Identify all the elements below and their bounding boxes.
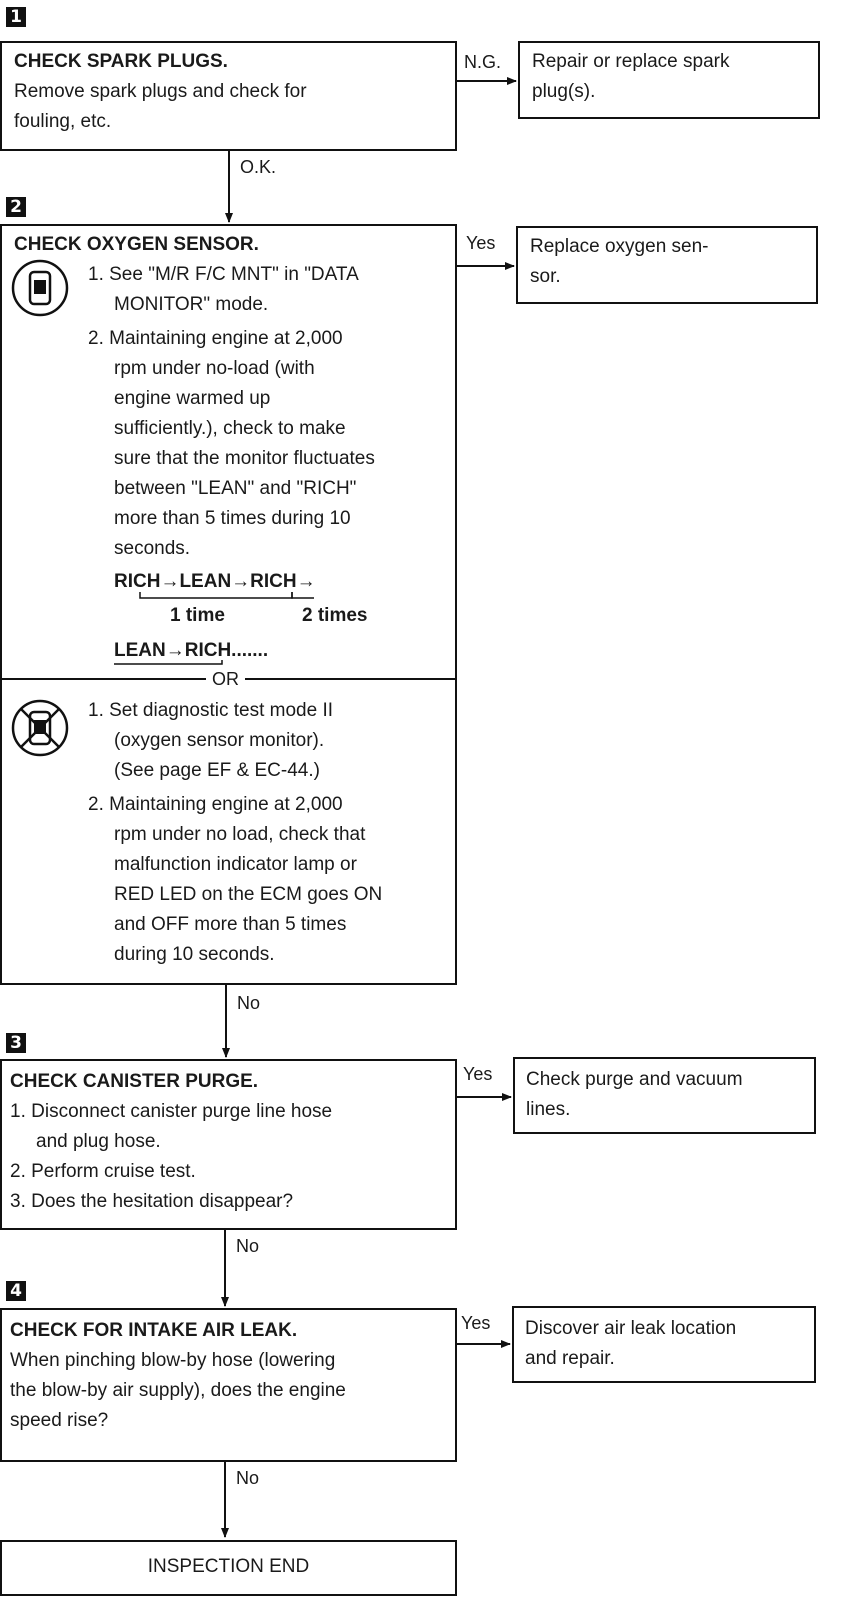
inspection-end-label: INSPECTION END (147, 1556, 310, 1577)
no-consult-line: during 10 seconds. (114, 944, 275, 965)
step-1-body-line: fouling, etc. (14, 111, 112, 132)
no-tester-icon (11, 699, 69, 757)
consult-line: sure that the monitor fluctuates (114, 448, 375, 469)
step-3-title: CHECK CANISTER PURGE. (10, 1071, 259, 1092)
sequence-line-1: RICH→LEAN→RICH→ (114, 571, 316, 592)
or-label: OR (206, 669, 245, 689)
step-2-down-label: No (237, 993, 261, 1013)
step-1-branch-label: N.G. (464, 52, 502, 72)
consult-line: more than 5 times during 10 (114, 508, 351, 529)
step-4-down-label: No (236, 1468, 260, 1488)
consult-line: 2. Maintaining engine at 2,000 (88, 328, 343, 349)
step-1-body-line: Remove spark plugs and check for (14, 81, 307, 102)
step-4-number: 4 (6, 1281, 26, 1301)
no-consult-line: malfunction indicator lamp or (114, 854, 357, 875)
sequence-line-2: LEAN→RICH....... (114, 640, 269, 661)
consult-line: between "LEAN" and "RICH" (114, 478, 357, 499)
step-2-number: 2 (6, 197, 26, 217)
step-3-action-line: lines. (526, 1099, 571, 1120)
step-4-action-line: Discover air leak location (525, 1318, 737, 1339)
sequence-brackets (139, 592, 314, 599)
sequence-count-1: 1 time (170, 605, 225, 626)
step-2-action-line: Replace oxygen sen- (530, 236, 709, 257)
step-1-box: CHECK SPARK PLUGS. Remove spark plugs an… (0, 41, 457, 151)
step-1-action-line: Repair or replace spark (532, 51, 730, 72)
step-2-action-line: sor. (530, 266, 561, 287)
sequence-count-2: 2 times (302, 605, 368, 626)
step-3-body-line: 3. Does the hesitation disappear? (10, 1191, 294, 1212)
step-3-box: CHECK CANISTER PURGE. 1. Disconnect cani… (0, 1059, 457, 1230)
consult-line: 1. See "M/R F/C MNT" in "DATA (88, 264, 359, 285)
step-2-branch-label: Yes (466, 233, 496, 253)
step-3-action-box: Check purge and vacuum lines. (513, 1057, 816, 1134)
step-1-title: CHECK SPARK PLUGS. (14, 51, 228, 72)
sequence-bracket-2 (114, 660, 223, 665)
step-3-branch-label: Yes (463, 1064, 493, 1084)
step-3-body-line: 2. Perform cruise test. (10, 1161, 196, 1182)
step-3-down-label: No (236, 1236, 260, 1256)
step-1-action-line: plug(s). (532, 81, 596, 102)
step-2-box: CHECK OXYGEN SENSOR. 1. See "M/R F/C MNT… (0, 224, 457, 985)
step-1-number: 1 (6, 7, 26, 27)
step-3-body-line: 1. Disconnect canister purge line hose (10, 1101, 333, 1122)
consult-line: sufficiently.), check to make (114, 418, 346, 439)
no-consult-line: and OFF more than 5 times (114, 914, 347, 935)
step-1-down-label: O.K. (240, 157, 277, 177)
consult-line: MONITOR" mode. (114, 294, 269, 315)
no-consult-line: rpm under no load, check that (114, 824, 366, 845)
step-4-branch-label: Yes (461, 1313, 491, 1333)
step-3-number: 3 (6, 1033, 26, 1053)
inspection-end-box: INSPECTION END (0, 1540, 457, 1596)
step-3-body-line: and plug hose. (36, 1131, 161, 1152)
consult-line: seconds. (114, 538, 191, 559)
step-4-body-line: When pinching blow-by hose (lowering (10, 1350, 336, 1371)
step-4-body-line: the blow-by air supply), does the engine (10, 1380, 346, 1401)
no-consult-line: 1. Set diagnostic test mode II (88, 700, 334, 721)
consult-line: engine warmed up (114, 388, 271, 409)
no-consult-line: (See page EF & EC-44.) (114, 760, 320, 781)
no-consult-line: 2. Maintaining engine at 2,000 (88, 794, 343, 815)
step-3-action-line: Check purge and vacuum (526, 1069, 743, 1090)
step-2-title: CHECK OXYGEN SENSOR. (14, 234, 259, 255)
step-4-title: CHECK FOR INTAKE AIR LEAK. (10, 1320, 298, 1341)
step-1-action-box: Repair or replace spark plug(s). (518, 41, 820, 119)
step-4-body-line: speed rise? (10, 1410, 109, 1431)
consult-line: rpm under no-load (with (114, 358, 315, 379)
step-4-box: CHECK FOR INTAKE AIR LEAK. When pinching… (0, 1308, 457, 1462)
step-2-action-box: Replace oxygen sen- sor. (516, 226, 818, 304)
consult-tester-icon (11, 259, 69, 317)
step-4-action-box: Discover air leak location and repair. (512, 1306, 816, 1383)
step-4-action-line: and repair. (525, 1348, 615, 1369)
no-consult-line: (oxygen sensor monitor). (114, 730, 325, 751)
no-consult-line: RED LED on the ECM goes ON (114, 884, 383, 905)
